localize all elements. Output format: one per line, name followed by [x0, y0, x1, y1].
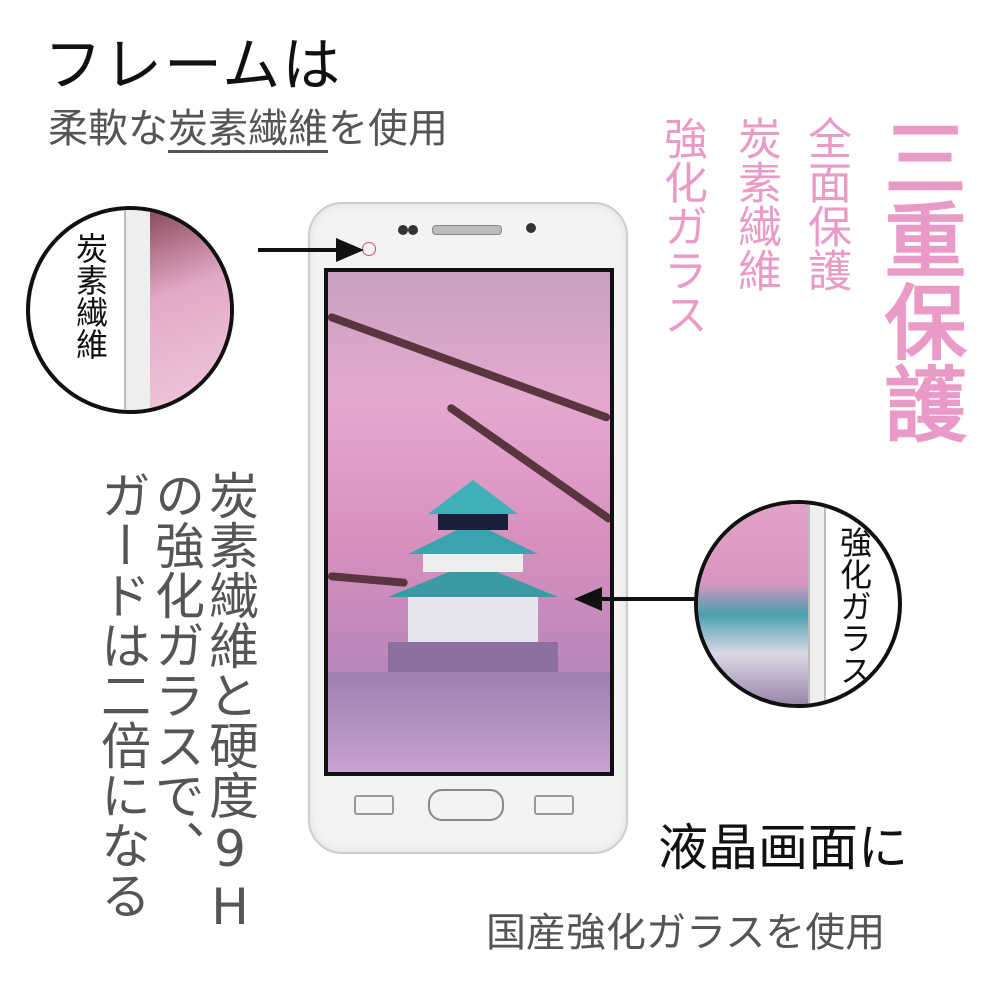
- feature-tempered-glass: 強化ガラス: [656, 116, 707, 336]
- feature-carbon-fiber: 炭素繊維: [730, 116, 781, 292]
- bottom-subheading: 国産強化ガラスを使用: [486, 910, 886, 956]
- castle-detail: [698, 504, 808, 704]
- glass-zoom-callout: 強化ガラス: [694, 500, 902, 708]
- heading-emphasis: 炭素繊維: [168, 106, 328, 152]
- camera-icon: [526, 223, 536, 233]
- sensor-icon: [408, 225, 418, 235]
- feature-full-protection: 全面保護: [800, 116, 851, 292]
- blossom-field: [328, 672, 610, 772]
- description-line-3: ガードは二倍になる: [93, 470, 151, 920]
- arrow-right-icon: [336, 238, 364, 262]
- sensor-icon: [398, 225, 408, 235]
- callout-label-carbon: 炭素繊維: [71, 232, 109, 360]
- bottom-heading: 液晶画面に: [658, 819, 908, 877]
- castle-image: [388, 480, 558, 672]
- back-button: [354, 795, 394, 815]
- heading-frame: フレームは: [44, 31, 343, 99]
- menu-button: [534, 795, 574, 815]
- home-button: [428, 789, 504, 821]
- description-line-2: の強化ガラスで、: [147, 470, 205, 870]
- blossom-detail: [150, 210, 230, 410]
- heading-prefix: 柔軟な: [48, 106, 168, 152]
- frame-edge: [808, 504, 826, 704]
- arrow-left-icon: [574, 587, 602, 611]
- arrow-line: [258, 248, 338, 252]
- feature-title: 三重保護: [870, 116, 965, 444]
- phone-screen-photo: [324, 268, 614, 776]
- frame-edge: [124, 210, 154, 410]
- speaker-grille: [432, 225, 502, 235]
- branch: [328, 312, 610, 423]
- crosshair-icon: [362, 242, 376, 256]
- description-line-1: 炭素繊維と硬度9H: [201, 470, 259, 936]
- callout-label-glass: 強化ガラス: [835, 526, 873, 686]
- heading-material: 柔軟な炭素繊維を使用: [48, 96, 448, 154]
- frame-zoom-callout: 炭素繊維: [26, 206, 234, 414]
- heading-suffix: を使用: [328, 106, 448, 152]
- arrow-line: [600, 597, 696, 601]
